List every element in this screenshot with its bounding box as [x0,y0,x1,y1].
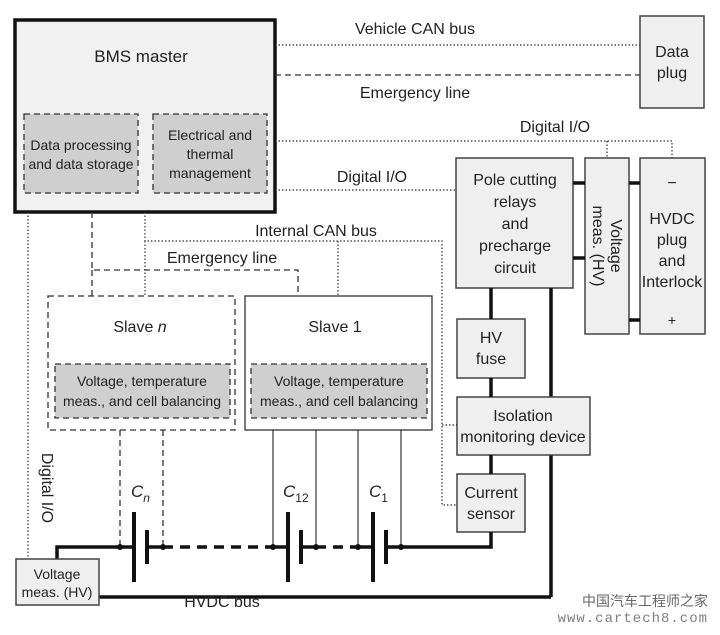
vehicle-can-bus-label: Vehicle CAN bus [355,21,475,38]
junction-dot [160,544,166,550]
current-sensor-label-2: sensor [467,506,516,523]
digital-io-top-label: Digital I/O [520,119,590,136]
pole-cutting-label-3: and [502,216,529,233]
hvdc-bus-label: HVDC bus [184,594,260,611]
watermark-chinese-text: 中国汽车工程师之家 [582,594,708,610]
voltage-meas-vertical-label-2: meas. (HV) [589,206,606,287]
hvdc-plus-terminal: + [668,312,676,328]
cell-c12 [286,512,303,582]
emergency-line-inner-label: Emergency line [167,250,277,267]
hv-fuse-label-2: fuse [476,351,506,368]
hvdc-plug-label-2: plug [657,232,687,249]
slave-n-sub-label-1: Voltage, temperature [77,373,207,389]
watermark: 中国汽车工程师之家 www.cartech8.com [558,591,708,627]
isolation-monitoring-block: Isolation monitoring device [456,396,591,456]
data-plug-block: Data plug [639,15,705,109]
hvdc-bus-to-current-sensor [386,532,493,549]
pole-cutting-label-5: circuit [494,260,536,277]
digital-io-mid-label: Digital I/O [337,169,407,186]
slave-n-measurement-box [54,363,231,419]
voltage-meas-hv-vertical-block: Voltage meas. (HV) [584,157,630,335]
slave-1-sub-label-1: Voltage, temperature [274,373,404,389]
cell-cn-label: Cn [131,482,150,505]
emergency-line-top-label: Emergency line [360,85,470,102]
hv-fuse-block: HV fuse [456,318,526,379]
bms-master-title: BMS master [94,47,188,66]
voltage-meas-bottom-label-2: meas. (HV) [22,584,93,600]
cell-c1 [371,512,388,582]
junction-dot [355,544,361,550]
slave-1-title: Slave 1 [308,319,361,336]
cell-c1-label: C1 [369,482,388,505]
isolation-label-1: Isolation [493,408,553,425]
data-processing-label: Data processing [30,137,131,153]
cell-c12-label: C12 [283,482,309,505]
data-storage-label: and data storage [28,156,133,172]
thermal-label: thermal [187,146,234,162]
hvdc-minus-terminal: − [667,175,676,192]
slave-n-sub-label-2: meas., and cell balancing [63,393,221,409]
voltage-meas-hv-bottom-block: Voltage meas. (HV) [15,558,100,606]
junction-dot [313,544,319,550]
pole-cutting-label-2: relays [494,194,537,211]
bms-master-block: BMS master Data processing and data stor… [13,18,277,214]
internal-can-bus-label: Internal CAN bus [255,223,377,240]
junction-dot [398,544,404,550]
hvdc-plug-label-1: HVDC [649,211,694,228]
hvdc-plug-label-3: and [659,253,686,270]
emergency-line-inner [91,212,299,296]
junction-dot [270,544,276,550]
hvdc-plug-interlock-block: − HVDC plug and Interlock + [639,157,706,335]
voltage-meas-bottom-label-1: Voltage [34,566,81,582]
slave-1-block: Slave 1 Voltage, temperature meas., and … [244,295,433,431]
pole-cutting-relays-block: Pole cutting relays and precharge circui… [455,157,574,289]
pole-cutting-label-1: Pole cutting [473,172,557,189]
current-sensor-label-1: Current [464,485,518,502]
management-label: management [169,165,251,181]
hvdc-plug-label-4: Interlock [642,274,703,291]
data-plug-label-2: plug [657,65,687,82]
current-sensor-block: Current sensor [456,473,526,533]
data-processing-box [23,113,139,194]
hvdc-bus-bottom-wire [55,585,551,599]
data-plug-label-1: Data [655,44,689,61]
electrical-label: Electrical and [168,127,252,143]
thermal-management-box [152,113,268,194]
slave-1-sub-label-2: meas., and cell balancing [260,393,418,409]
digital-io-top-line [275,140,673,158]
junction-dot [117,544,123,550]
isolation-label-2: monitoring device [460,429,586,446]
slave-n-block: Slave n Voltage, temperature meas., and … [47,295,236,431]
watermark-url: www.cartech8.com [557,611,708,627]
digital-io-left-label: Digital I/O [38,453,55,523]
slave-1-measurement-box [250,363,428,419]
voltage-meas-vertical-label-1: Voltage [607,219,624,272]
slave-n-title: Slave n [113,319,166,336]
cell-cn [132,512,149,582]
pole-cutting-label-4: precharge [479,238,551,255]
hv-fuse-label-1: HV [480,330,503,347]
internal-can-bus-line [144,212,457,506]
